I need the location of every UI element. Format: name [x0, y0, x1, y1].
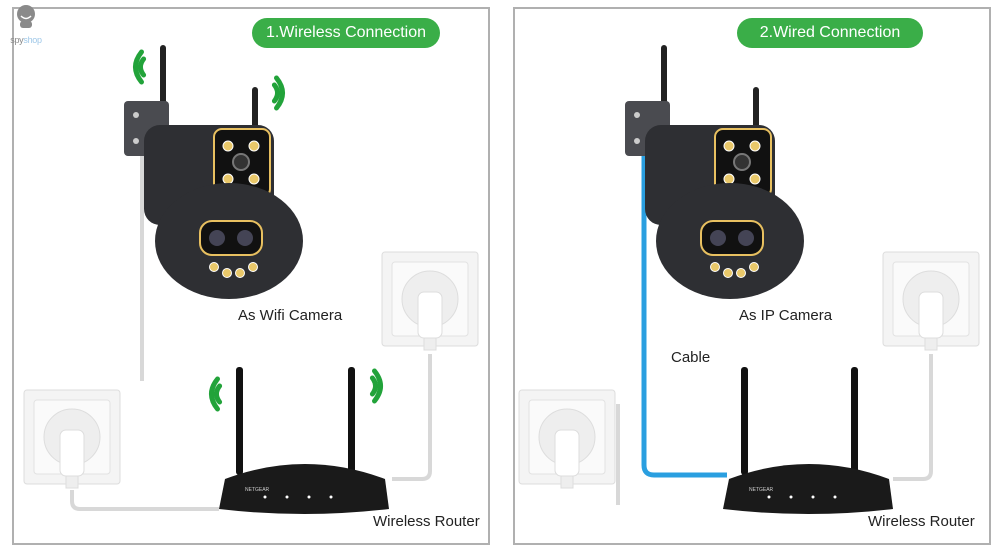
router-antenna [348, 367, 355, 475]
wireless-connection-panel: NETGEAR 1.Wireless Connection As Wifi Ca… [12, 7, 490, 545]
logo-text: spyshop [10, 35, 42, 45]
camera [124, 45, 303, 299]
wireless-diagram: NETGEAR [23, 45, 479, 514]
wifi-signal-icon [209, 376, 223, 412]
cable-label: Cable [671, 349, 711, 366]
wireless-router: NETGEAR [219, 367, 389, 514]
ethernet-cable [641, 149, 727, 478]
panel-title-pill: 1.Wireless Connection [252, 18, 440, 48]
power-cable [70, 154, 219, 511]
router-antenna [851, 367, 858, 475]
router-brand: NETGEAR [245, 487, 270, 493]
wall-outlet [23, 389, 121, 489]
router-antenna [741, 367, 748, 475]
camera [625, 45, 804, 299]
router-label: Wireless Router [868, 513, 975, 530]
camera-label: As IP Camera [739, 307, 833, 324]
wifi-signal-icon [271, 75, 285, 111]
router-antenna [236, 367, 243, 475]
wired-connection-panel: NETGEAR 2.Wired Connection As IP Camera … [513, 7, 991, 545]
router-label: Wireless Router [373, 513, 480, 530]
wireless-router: NETGEAR [723, 367, 893, 514]
spyshop-logo: spyshop [4, 4, 48, 45]
logo-mascot-icon [17, 5, 35, 28]
router-power-cable [392, 354, 432, 481]
panel-title-pill: 2.Wired Connection [737, 18, 923, 48]
camera-label: As Wifi Camera [238, 307, 343, 324]
wifi-signal-icon [133, 49, 147, 85]
wired-diagram: NETGEAR [518, 45, 980, 514]
router-power-cable [893, 354, 933, 481]
router-brand: NETGEAR [749, 487, 774, 493]
wifi-signal-icon [369, 368, 383, 404]
wall-outlet [518, 389, 616, 489]
wall-outlet [381, 251, 479, 351]
wall-outlet [882, 251, 980, 351]
